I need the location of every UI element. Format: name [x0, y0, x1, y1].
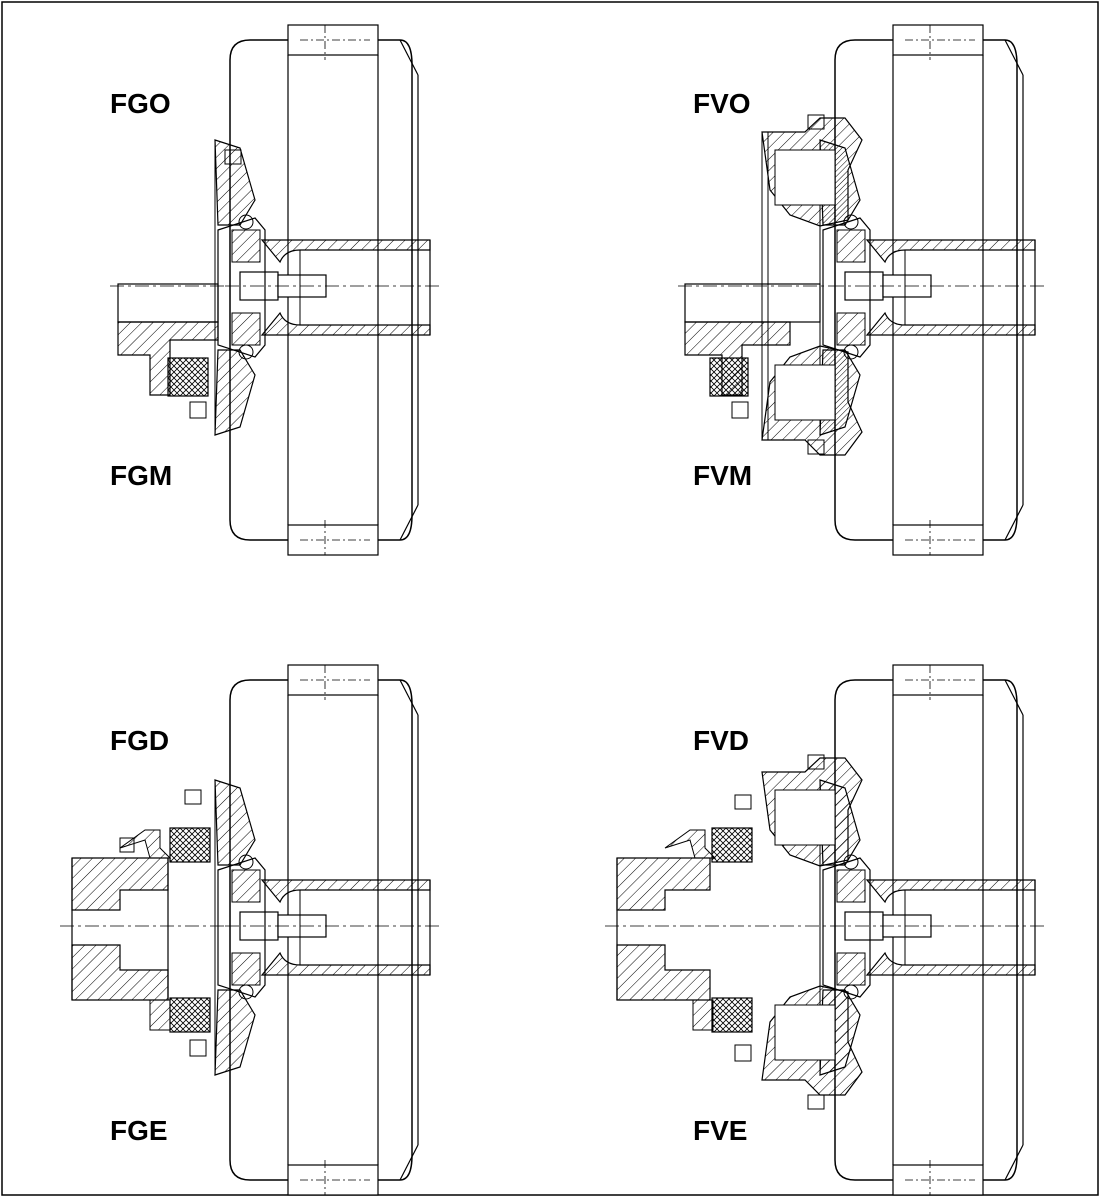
label-fvd: FVD	[693, 725, 749, 756]
label-fve: FVE	[693, 1115, 747, 1146]
label-fgd: FGD	[110, 725, 169, 756]
label-fgo: FGO	[110, 88, 171, 119]
drawing-fgd-fge	[60, 664, 441, 1196]
drawing-fvd-fve	[605, 664, 1046, 1196]
label-fvo: FVO	[693, 88, 751, 119]
label-fge: FGE	[110, 1115, 168, 1146]
label-fgm: FGM	[110, 460, 172, 491]
drawing-fvo-fvm	[678, 24, 1046, 556]
label-fvm: FVM	[693, 460, 752, 491]
drawing-fgo-fgm	[110, 24, 441, 556]
